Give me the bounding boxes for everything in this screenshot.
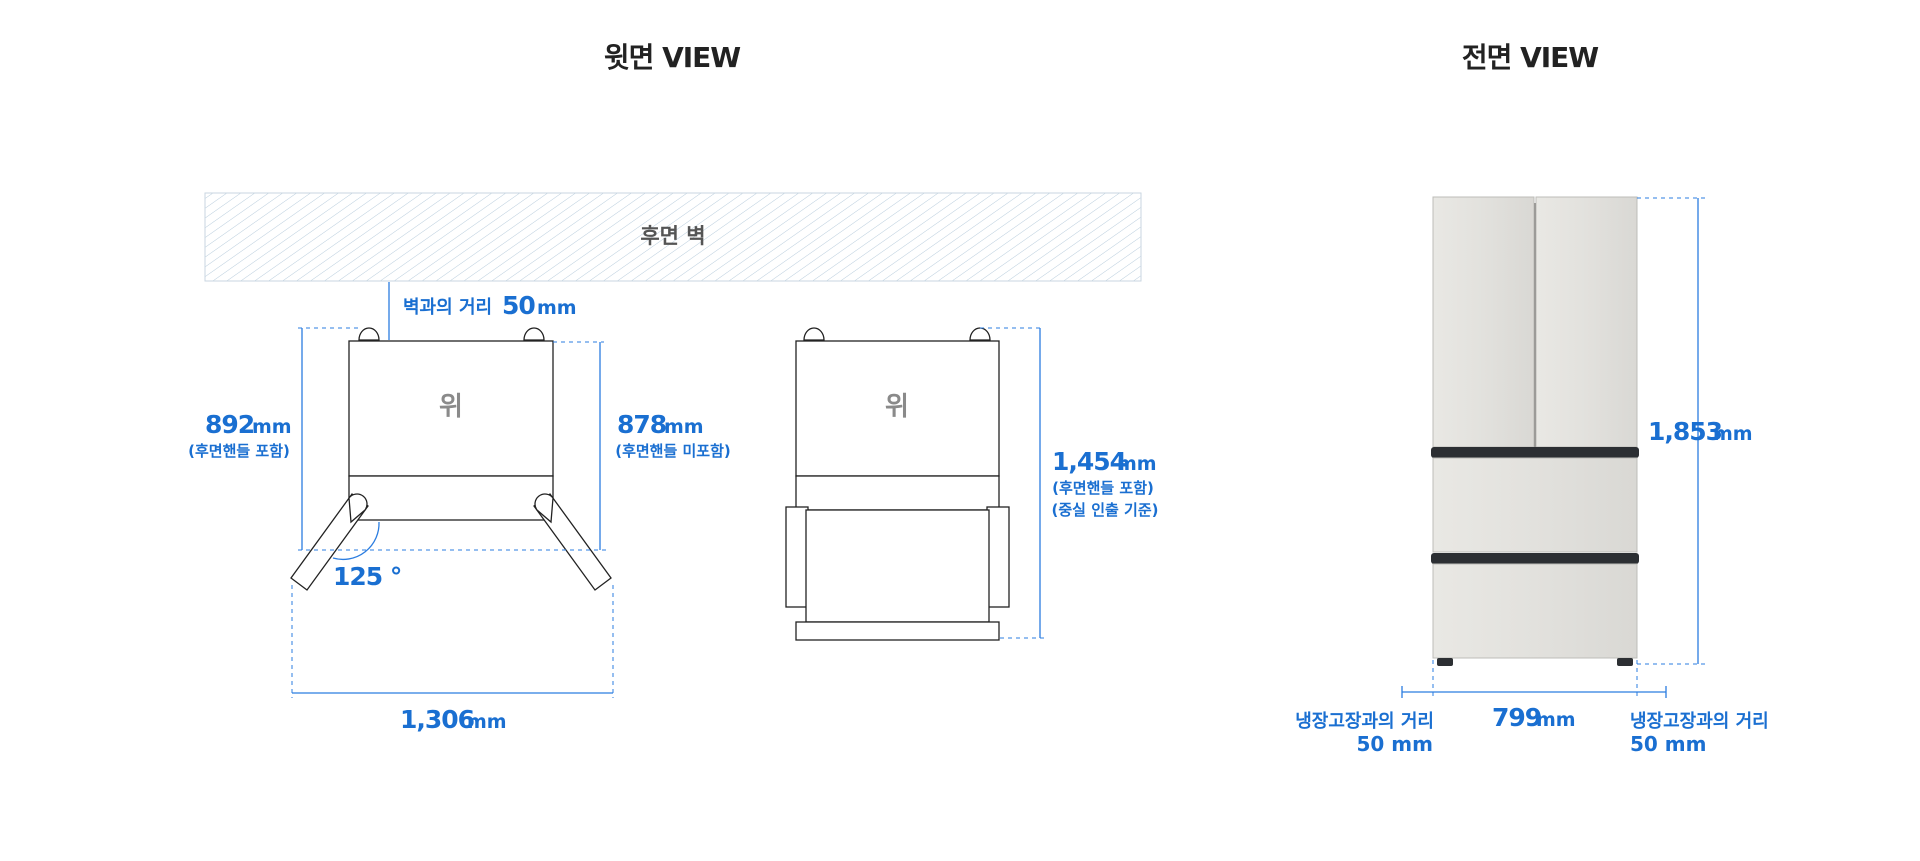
depth-without-handle-unit: mm xyxy=(664,416,704,438)
fridge-up-label-right: 위 xyxy=(885,392,909,422)
depth-drawer-out-note2: (중실 인출 기준) xyxy=(1052,501,1159,519)
wall-distance-label: 벽과의 거리 xyxy=(403,297,492,318)
door-angle: 125 ° xyxy=(332,521,402,591)
rear-wall: 후면 벽 xyxy=(204,192,1142,282)
door-angle-value: 125 ° xyxy=(333,562,401,591)
open-width-unit: mm xyxy=(467,711,507,733)
fridge-front xyxy=(1431,196,1639,666)
front-view-title: 전면 VIEW xyxy=(1462,41,1599,74)
fridge-top-doors-open: 위 xyxy=(290,327,612,591)
wall-distance-dimension: 벽과의 거리 50 mm xyxy=(388,282,577,340)
gap-left: 냉장고장과의 거리 50 mm xyxy=(1295,711,1434,756)
open-width-value: 1,306 xyxy=(400,705,475,734)
front-height-value: 1,853 xyxy=(1648,417,1722,446)
depth-drawer-out-value: 1,454 xyxy=(1052,447,1127,476)
front-height-dimension: 1,853 mm xyxy=(1637,197,1753,665)
depth-with-handle-dimension: 892 mm (후면핸들 포함) xyxy=(188,327,610,551)
depth-drawer-out-unit: mm xyxy=(1117,453,1157,475)
depth-without-handle-note: (후면핸들 미포함) xyxy=(615,442,731,460)
depth-without-handle-value: 878 xyxy=(617,410,666,439)
front-width-unit: mm xyxy=(1536,709,1576,731)
open-width-dimension: 1,306 mm xyxy=(291,585,614,734)
top-view-title: 윗면 VIEW xyxy=(604,41,741,74)
drawer-handle-upper xyxy=(1431,447,1639,458)
gap-left-value: 50 mm xyxy=(1357,732,1433,756)
wall-distance-value: 50 xyxy=(502,291,535,320)
front-width-value: 799 xyxy=(1492,703,1541,732)
depth-with-handle-unit: mm xyxy=(252,416,292,438)
fridge-top-drawer-out: 위 xyxy=(785,327,1010,641)
fridge-up-label-left: 위 xyxy=(439,392,463,422)
depth-drawer-out-note1: (후면핸들 포함) xyxy=(1052,479,1154,497)
depth-with-handle-value: 892 xyxy=(205,410,254,439)
depth-drawer-out-dimension: 1,454 mm (후면핸들 포함) (중실 인출 기준) xyxy=(980,327,1159,639)
drawer-handle-lower xyxy=(1431,553,1639,564)
depth-with-handle-note: (후면핸들 포함) xyxy=(188,442,290,460)
gap-left-label: 냉장고장과의 거리 xyxy=(1295,711,1434,732)
gap-right-label: 냉장고장과의 거리 xyxy=(1630,711,1769,732)
rear-wall-label: 후면 벽 xyxy=(640,224,705,248)
front-width-dimension: 799 mm xyxy=(1401,660,1667,732)
wall-distance-unit: mm xyxy=(537,297,577,319)
depth-without-handle-dimension: 878 mm (후면핸들 미포함) xyxy=(553,341,731,550)
gap-right: 냉장고장과의 거리 50 mm xyxy=(1630,711,1769,756)
front-height-unit: mm xyxy=(1713,423,1753,445)
gap-right-value: 50 mm xyxy=(1630,732,1706,756)
